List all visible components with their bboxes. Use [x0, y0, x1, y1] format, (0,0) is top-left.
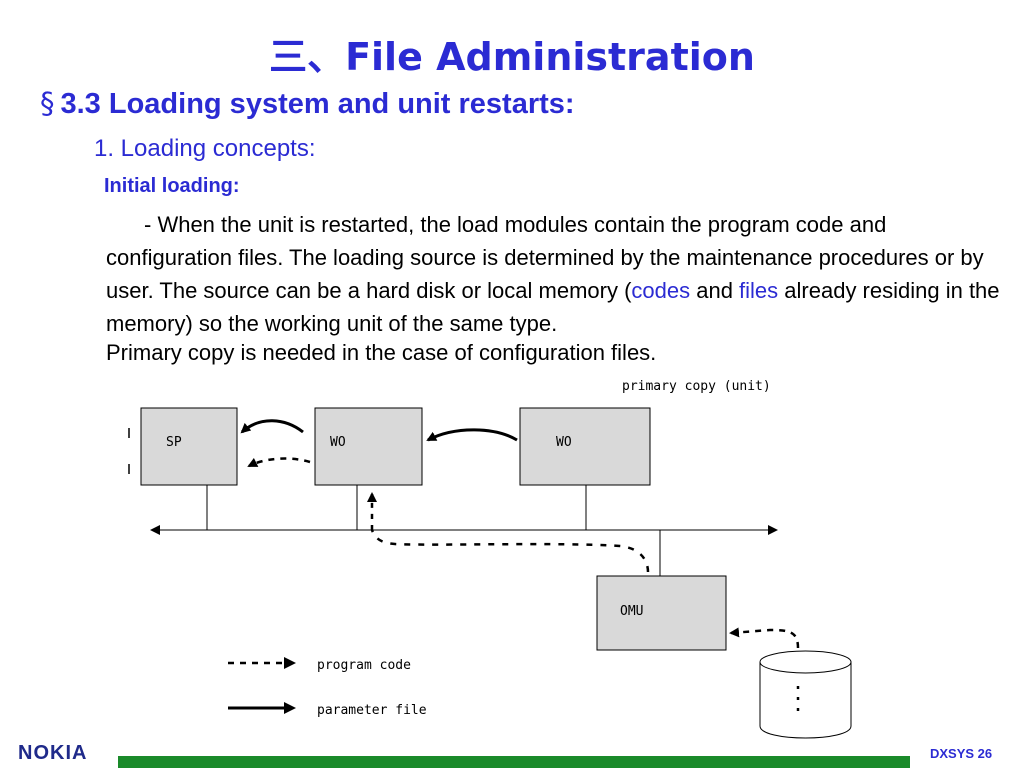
- code-path-omu-to-bus: [370, 529, 650, 573]
- param-arrow-wo-to-wo: [426, 428, 518, 442]
- bus-arrow-right: [768, 525, 778, 535]
- section-heading-text: 3.3 Loading system and unit restarts:: [60, 88, 575, 120]
- paragraph-part1: - When the unit is restarted, the load m…: [106, 212, 984, 303]
- wo-right-label: WO: [556, 435, 572, 450]
- sp-label: SP: [166, 435, 182, 450]
- code-arrow-to-sp: [247, 457, 311, 468]
- legend-dashed-arrowhead: [284, 657, 296, 669]
- codes-highlight: codes: [631, 278, 691, 303]
- primary-copy-caption: primary copy (unit): [622, 379, 771, 394]
- slide-title: 三、File Administration: [269, 35, 755, 79]
- sp-box: [140, 407, 238, 486]
- omu-box: [596, 575, 727, 651]
- description-paragraph: - When the unit is restarted, the load m…: [106, 208, 1006, 340]
- primary-copy-note: Primary copy is needed in the case of co…: [106, 340, 657, 365]
- legend-program-code: program code: [317, 658, 411, 673]
- param-arrow-wo-to-sp: [240, 419, 304, 434]
- disk-cylinder-body: [759, 662, 852, 739]
- page-number: DXSYS 26: [930, 746, 993, 761]
- wo-left-label: WO: [330, 435, 346, 450]
- section-symbol: §: [40, 86, 55, 120]
- nokia-logo: NOKIA: [18, 742, 88, 764]
- files-highlight: files: [739, 278, 779, 303]
- section-heading: §3.3 Loading system and unit restarts:: [40, 86, 575, 121]
- code-arrow-disk-to-omu: [729, 627, 800, 649]
- disk-icon: [759, 650, 852, 674]
- initial-loading-label: Initial loading:: [104, 175, 240, 197]
- paragraph-part2: already residing in the memory) so the w…: [106, 278, 1000, 336]
- footer-bar: [118, 756, 910, 768]
- paragraph-and: and: [690, 278, 740, 303]
- omu-label: OMU: [620, 604, 643, 619]
- wo-box-right: [519, 407, 651, 486]
- legend-parameter-file: parameter file: [317, 703, 427, 718]
- bus-arrow-left: [150, 525, 160, 535]
- legend-solid-arrowhead: [284, 702, 296, 714]
- subheading: 1. Loading concepts:: [94, 135, 316, 162]
- wo-box-left: [314, 407, 423, 486]
